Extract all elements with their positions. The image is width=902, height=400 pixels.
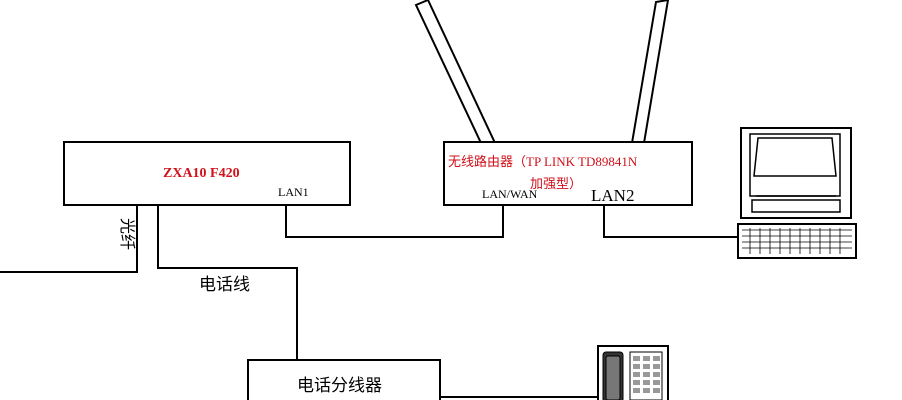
fiber-cable [0, 205, 138, 273]
computer-icon [737, 127, 857, 259]
telephone-icon [597, 345, 669, 400]
phone-splitter-label: 电话分线器 [297, 376, 382, 395]
onu-lan1-label: LAN1 [278, 185, 309, 199]
router-wan-label: LAN/WAN [482, 187, 538, 201]
lan1-to-wan-cable [285, 205, 504, 238]
cables [0, 205, 740, 398]
right-antenna [630, 0, 670, 144]
phone-line-cable [157, 205, 298, 360]
onu-device-box [63, 141, 351, 206]
onu-model-label: ZXA10 F420 [163, 166, 240, 181]
router-title-line1: 无线路由器（TP LINK TD89841N [448, 154, 638, 169]
router-device-box [443, 141, 693, 206]
phone-line-label: 电话线 [199, 275, 250, 294]
lan2-to-computer-cable [603, 205, 740, 238]
phone-splitter-box [247, 359, 441, 400]
left-antenna [414, 0, 497, 144]
router-lan2-label: LAN2 [591, 186, 634, 205]
router-title-line2: 加强型） [530, 176, 582, 191]
fiber-label: 光纤 [118, 218, 136, 250]
router-antennas [414, 0, 670, 144]
